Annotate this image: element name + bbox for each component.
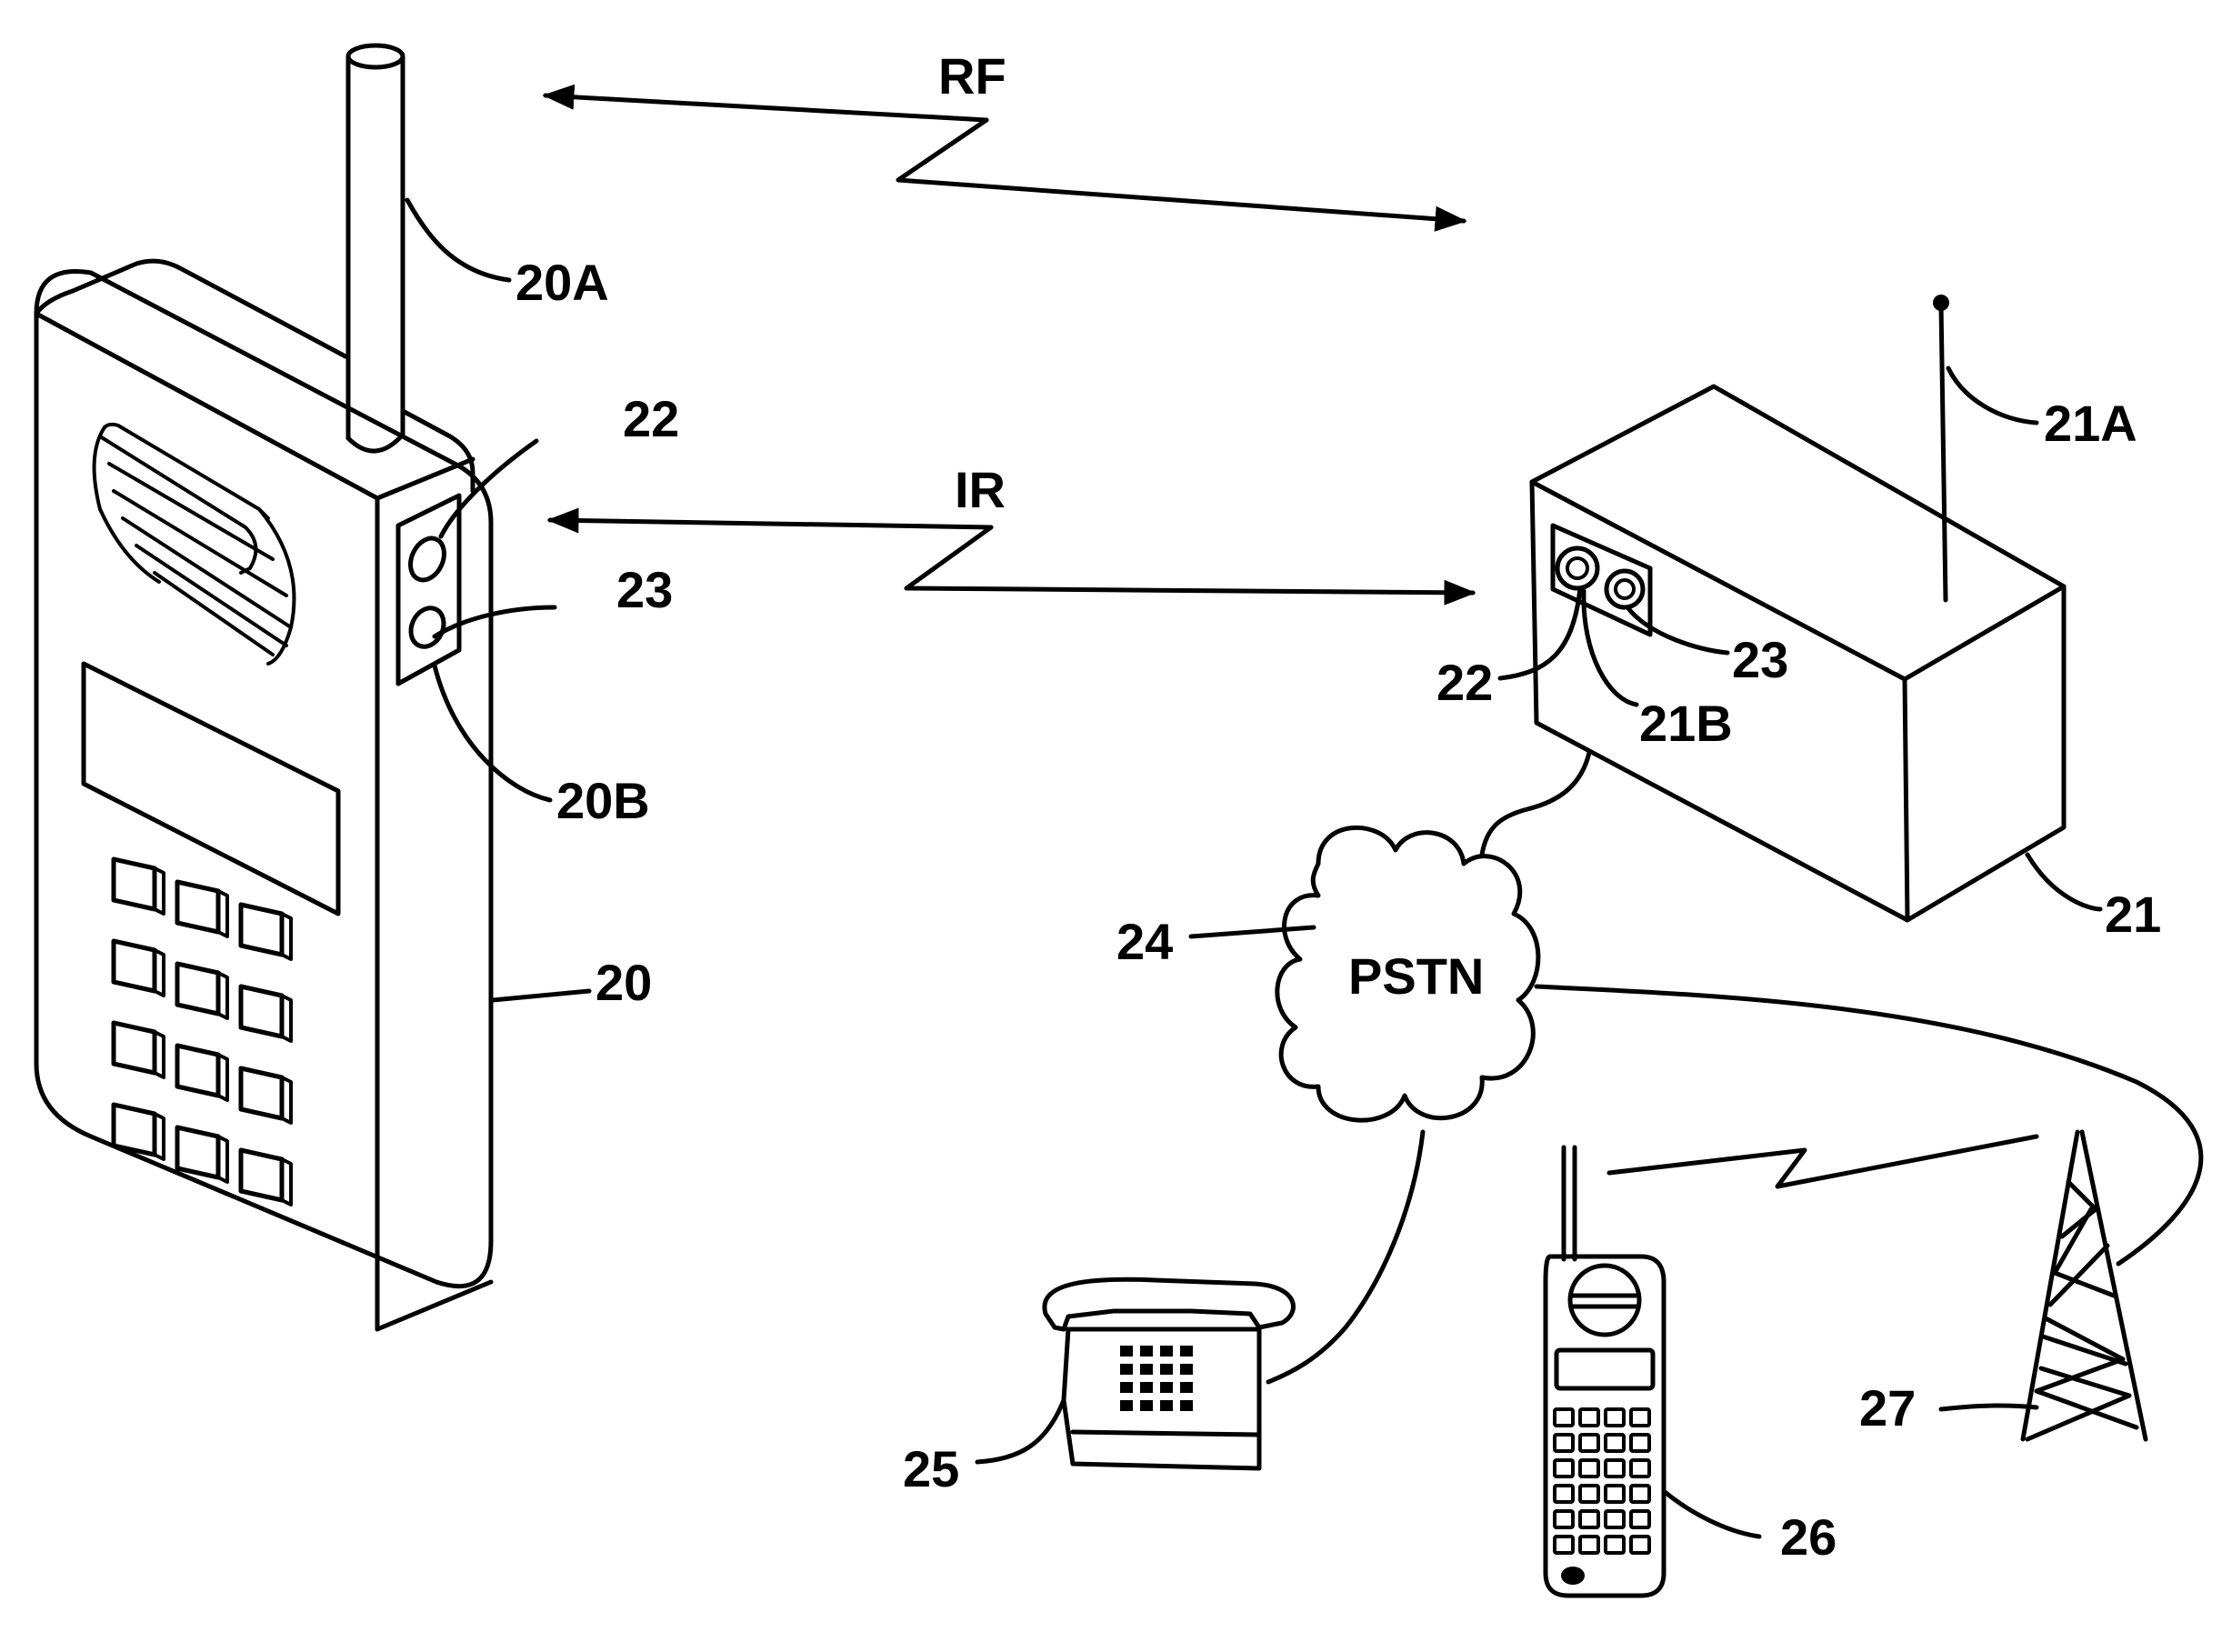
ref-27: 27	[1859, 1379, 1916, 1437]
desk-phone-key	[1120, 1346, 1133, 1357]
ref-20: 20	[596, 954, 652, 1011]
cell-phone-key	[1631, 1435, 1649, 1451]
desk-phone-key	[1180, 1400, 1193, 1411]
desk-phone-key	[1160, 1364, 1173, 1375]
desk-phone-key	[1120, 1382, 1133, 1393]
base-station	[1532, 295, 2064, 920]
base-antenna	[1933, 295, 1949, 600]
ir-label: IR	[955, 461, 1006, 518]
ref-21: 21	[2105, 886, 2161, 943]
ref-22-handset: 22	[623, 390, 679, 447]
desk-phone-key	[1180, 1382, 1193, 1393]
cell-phone-key	[1555, 1460, 1573, 1477]
cell-phone-key	[1580, 1435, 1598, 1451]
cell-phone-key	[1606, 1537, 1624, 1553]
cell-phone-key	[1555, 1511, 1573, 1527]
ref-26: 26	[1780, 1508, 1837, 1566]
ref-21B: 21B	[1639, 695, 1733, 752]
cell-tower	[2023, 1132, 2146, 1439]
cell-phone-key	[1606, 1409, 1624, 1426]
ref-20B: 20B	[556, 772, 650, 829]
handset-key	[241, 1150, 291, 1205]
speaker-grille	[95, 425, 295, 664]
handset-key	[241, 905, 291, 959]
cell-phone-key	[1580, 1460, 1598, 1477]
cell-phone-key	[1606, 1511, 1624, 1527]
desk-phone-key	[1120, 1400, 1133, 1411]
handset	[36, 45, 491, 1329]
cell-phone-key	[1631, 1511, 1649, 1527]
cell-phone-key	[1580, 1511, 1598, 1527]
cell-phone-key	[1580, 1486, 1598, 1502]
handset-key	[241, 1068, 291, 1123]
cell-phone-key	[1555, 1409, 1573, 1426]
cell-phone-key	[1606, 1435, 1624, 1451]
ref-23-base: 23	[1732, 631, 1788, 688]
rf-link	[545, 95, 1464, 221]
desk-phone-key	[1140, 1382, 1153, 1393]
cell-phone-key	[1555, 1486, 1573, 1502]
handset-display	[84, 664, 338, 914]
ref-22-base: 22	[1436, 654, 1493, 711]
handset-key	[177, 882, 227, 936]
cell-phone-key	[1631, 1460, 1649, 1477]
cell-phone	[1546, 1147, 1664, 1596]
desk-phone-key	[1120, 1364, 1133, 1375]
ir-emitter-22-base	[1557, 548, 1597, 588]
handset-key	[241, 986, 291, 1041]
cell-phone-key	[1606, 1460, 1624, 1477]
cell-phone-key	[1555, 1537, 1573, 1553]
ref-20A: 20A	[515, 254, 609, 311]
cell-phone-key	[1580, 1537, 1598, 1553]
cell-phone-key	[1631, 1409, 1649, 1426]
ir-detector-23-base	[1606, 571, 1643, 607]
ir-detector-23-handset	[405, 603, 449, 652]
handset-key	[114, 859, 164, 914]
handset-key	[114, 941, 164, 996]
handset-keypad	[114, 859, 291, 1205]
cell-phone-key	[1580, 1409, 1598, 1426]
desk-phone-keypad	[1120, 1346, 1193, 1411]
desk-phone-key	[1160, 1382, 1173, 1393]
pstn-label: PSTN	[1348, 947, 1484, 1005]
handset-key	[114, 1023, 164, 1077]
cell-phone-key	[1555, 1435, 1573, 1451]
desk-phone	[1045, 1279, 1294, 1468]
pstn-cloud: PSTN	[1277, 827, 1538, 1120]
desk-phone-key	[1160, 1400, 1173, 1411]
cell-phone-keypad	[1555, 1409, 1649, 1553]
base-pstn-cable	[1482, 753, 1589, 855]
desk-phone-key	[1140, 1346, 1153, 1357]
cell-phone-key	[1631, 1537, 1649, 1553]
desk-phone-key	[1140, 1364, 1153, 1375]
ref-21A: 21A	[2044, 395, 2137, 452]
ref-25: 25	[903, 1440, 959, 1497]
cell-phone-key	[1631, 1486, 1649, 1502]
ir-emitter-22-handset	[404, 533, 450, 586]
pstn-phone-cable	[1268, 1132, 1423, 1382]
handset-key	[177, 1046, 227, 1100]
desk-phone-key	[1140, 1400, 1153, 1411]
rf-label: RF	[938, 47, 1006, 105]
desk-phone-key	[1180, 1364, 1193, 1375]
cell-phone-key	[1606, 1486, 1624, 1502]
ir-link	[550, 520, 1473, 593]
cellular-link	[1609, 1136, 2037, 1186]
handset-antenna	[348, 45, 403, 451]
desk-phone-key	[1180, 1346, 1193, 1357]
desk-phone-key	[1160, 1346, 1173, 1357]
handset-key	[177, 964, 227, 1018]
ref-23-handset: 23	[616, 561, 673, 618]
ref-24: 24	[1116, 913, 1173, 970]
